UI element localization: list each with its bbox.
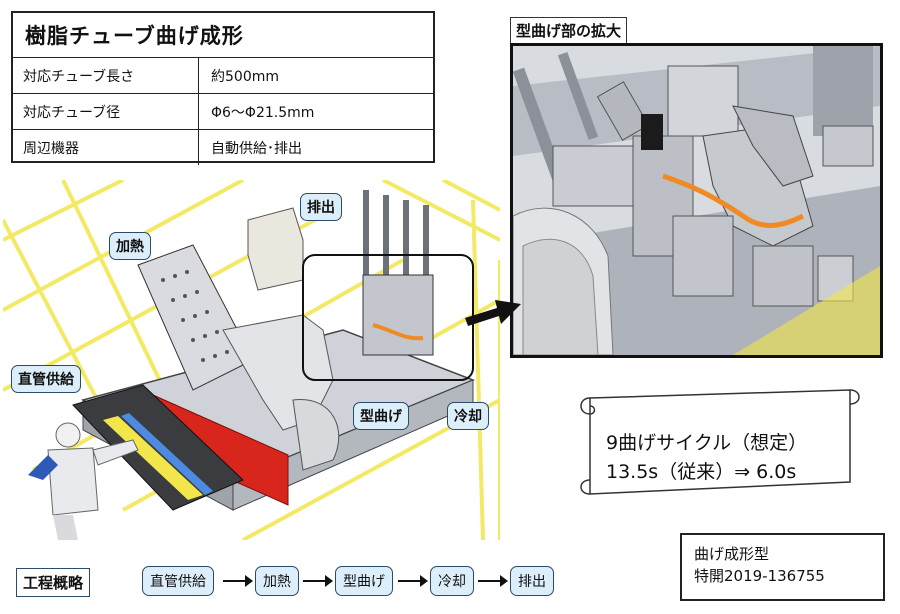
process-step-heating: 加熱 [255,566,299,596]
process-step-discharge: 排出 [510,566,554,596]
process-label: 工程概略 [16,568,91,597]
process-arrow-icon [223,575,253,587]
patent-box: 曲げ成形型 特開2019-136755 [680,533,885,601]
callout-discharge: 排出 [300,193,342,221]
process-step-bending: 型曲げ [335,566,393,596]
spec-label: 対応チューブ長さ [13,58,199,93]
process-arrow-icon [398,575,428,587]
spec-row-peripherals: 周辺機器 自動供給･排出 [13,130,433,165]
callout-mold-bending: 型曲げ [353,402,409,430]
spec-title: 樹脂チューブ曲げ成形 [13,13,433,58]
spec-table: 樹脂チューブ曲げ成形 対応チューブ長さ 約500mm 対応チューブ径 Φ6〜Φ2… [11,11,435,165]
bending-cell-drawing [3,180,500,540]
process-arrow-icon [303,575,333,587]
machine-illustration [3,180,500,540]
patent-number: 特開2019-136755 [694,567,825,585]
spec-label: 対応チューブ径 [13,94,199,129]
zoom-arrow [465,300,521,326]
cycle-note-line1: 9曲げサイクル（想定） [606,432,808,454]
process-arrow-icon [478,575,508,587]
spec-row-length: 対応チューブ長さ 約500mm [13,58,433,94]
spec-value: Φ6〜Φ21.5mm [211,104,315,121]
zoom-label: 型曲げ部の拡大 [510,17,628,44]
callout-heating: 加熱 [109,232,151,260]
process-step-supply: 直管供給 [142,566,214,596]
cycle-note-line2: 13.5s（従来）⇒ 6.0s [606,461,797,483]
patent-title: 曲げ成形型 [694,545,770,563]
spec-label: 周辺機器 [13,130,199,165]
zoomed-mold-illustration [513,46,880,355]
process-step-cooling: 冷却 [430,566,474,596]
spec-value: 約500mm [211,68,279,85]
callout-straight-supply: 直管供給 [11,365,81,393]
spec-value: 自動供給･排出 [211,140,302,157]
zoom-image [510,43,883,358]
callout-cooling: 冷却 [447,402,489,430]
spec-row-diameter: 対応チューブ径 Φ6〜Φ21.5mm [13,94,433,130]
cycle-scroll [580,389,860,495]
